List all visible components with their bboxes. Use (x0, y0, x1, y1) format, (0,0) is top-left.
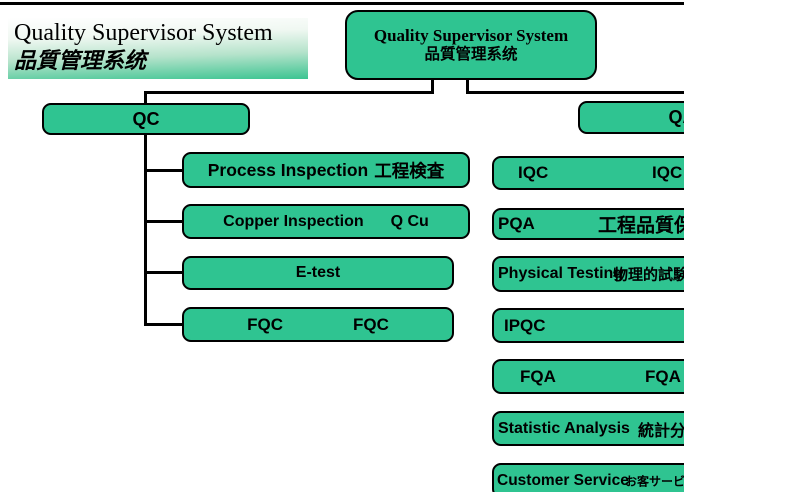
node-process-inspection-label-en: Process Inspection (207, 159, 369, 180)
top-rule-line (0, 2, 684, 5)
node-ipqc: IPQC (492, 308, 684, 343)
node-pqa-label: PQA (498, 214, 535, 233)
node-pqa: PQA 工程品質保証 (492, 208, 684, 240)
node-copper-inspection: Copper Inspection Q Cu (182, 204, 470, 239)
node-e-test: E-test (182, 256, 454, 290)
node-fqa-label: FQA (520, 366, 556, 386)
node-process-inspection-label-jp: 工程検査 (374, 160, 445, 181)
connector-stub-copper-inspection (144, 220, 184, 223)
node-physical-testing-label: Physical Testing (498, 265, 624, 282)
root-node: Quality Supervisor System 品質管理系统 (345, 10, 597, 80)
connector-root-left-stub (431, 80, 434, 94)
node-ipqc-label: IPQC (504, 315, 546, 335)
node-fqc-label: FQC (247, 314, 283, 334)
node-customer-service-label-jp: お客サービス (625, 474, 684, 488)
root-node-subtitle: 品質管理系统 (424, 46, 518, 63)
connector-stub-fqc (144, 323, 184, 326)
connector-left-horizontal (144, 91, 434, 94)
node-iqc: IQC IQC (492, 156, 684, 190)
node-iqc-label: IQC (518, 163, 549, 182)
slide-title-banner: Quality Supervisor System 品質管理系统 (8, 18, 308, 79)
diagram-canvas: Quality Supervisor System 品質管理系统 Quality… (0, 2, 684, 492)
root-node-title: Quality Supervisor System (373, 26, 569, 45)
node-qa-label: QA (668, 107, 685, 127)
node-copper-inspection-code: Q Cu (390, 212, 429, 230)
connector-stub-process-inspection (144, 169, 184, 172)
node-process-inspection: Process Inspection 工程検査 (182, 152, 470, 188)
node-qa: QA (578, 101, 684, 134)
node-fqa-code: FQA (645, 366, 681, 386)
node-pqa-label-jp: 工程品質保証 (598, 215, 684, 237)
connector-into-qc (144, 91, 147, 105)
node-customer-service: Customer Service お客サービス (492, 463, 684, 492)
node-physical-testing: Physical Testing 物理的試験 (492, 256, 684, 292)
banner-title: Quality Supervisor System (14, 20, 273, 46)
node-statistic-analysis: Statistic Analysis 統計分析 (492, 411, 684, 446)
node-fqc: FQC FQC (182, 307, 454, 342)
node-e-test-label: E-test (295, 264, 341, 281)
connector-right-horizontal (466, 91, 684, 94)
connector-stub-e-test (144, 271, 184, 274)
node-copper-inspection-label: Copper Inspection (223, 212, 364, 230)
node-fqc-code: FQC (353, 314, 389, 334)
node-fqa: FQA FQA (492, 359, 684, 394)
connector-qc-trunk (144, 135, 147, 326)
node-qc-label: QC (132, 108, 160, 129)
node-physical-testing-label-jp: 物理的試験 (613, 266, 684, 284)
node-iqc-code: IQC (652, 163, 683, 182)
connector-root-right-stub (466, 80, 469, 94)
banner-subtitle: 品質管理系统 (14, 48, 147, 73)
node-customer-service-label: Customer Service (497, 471, 629, 489)
node-statistic-analysis-label: Statistic Analysis (498, 419, 630, 437)
node-statistic-analysis-label-jp: 統計分析 (638, 422, 684, 440)
node-qc: QC (42, 103, 250, 135)
